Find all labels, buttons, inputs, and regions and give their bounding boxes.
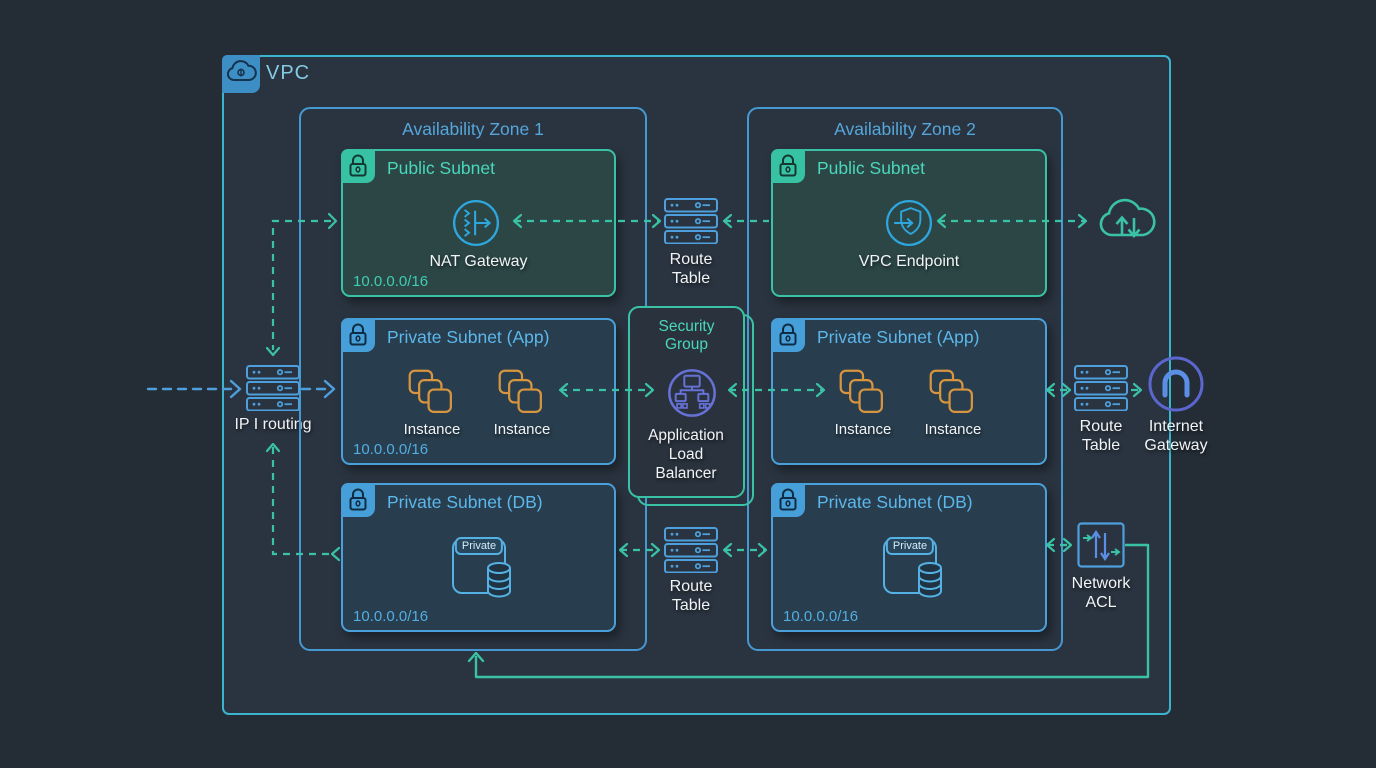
- az1-title: Availability Zone 1: [402, 119, 544, 139]
- route-table-icon: [1074, 365, 1128, 411]
- route-table-icon: [664, 198, 718, 244]
- security-group: Security Group Application Load Balancer: [628, 306, 745, 498]
- az2-private-subnet-db: Private Subnet (DB) Private 10.0.0.0/16: [771, 483, 1047, 632]
- nat-gateway-icon: [452, 199, 500, 247]
- subnet-cidr: 10.0.0.0/16: [353, 608, 429, 625]
- database-cylinder-icon: [487, 562, 511, 598]
- subnet-title: Private Subnet (App): [387, 327, 550, 347]
- subnet-cidr: 10.0.0.0/16: [353, 441, 429, 458]
- instance-icon: [929, 369, 973, 413]
- route-table-bottom-label: Route Table: [669, 578, 713, 614]
- subnet-cidr: 10.0.0.0/16: [783, 608, 859, 625]
- internet-cloud-icon: [1099, 198, 1156, 239]
- private-badge: Private: [454, 537, 504, 555]
- subnet-title: Public Subnet: [387, 158, 495, 178]
- ip-routing-label: IP I routing: [234, 416, 312, 433]
- lock-icon: [341, 483, 375, 517]
- instance-icon: [408, 369, 452, 413]
- route-table-top-label: Route Table: [669, 251, 713, 287]
- vpc-title: VPC: [266, 62, 311, 84]
- az2-title: Availability Zone 2: [834, 119, 976, 139]
- route-table-icon: [664, 527, 718, 573]
- subnet-title: Private Subnet (App): [817, 327, 980, 347]
- route-table-right-label: Route Table: [1079, 418, 1123, 454]
- az1-private-subnet-app: Private Subnet (App) Instance Instance 1…: [341, 318, 616, 465]
- instance-icon: [839, 369, 883, 413]
- subnet-title: Public Subnet: [817, 158, 925, 178]
- cloud-icon: [226, 60, 257, 82]
- private-database-icon: Private: [883, 537, 942, 598]
- lock-icon: [341, 149, 375, 183]
- az1-private-subnet-db: Private Subnet (DB) Private 10.0.0.0/16: [341, 483, 616, 632]
- az2-private-subnet-app: Private Subnet (App) Instance Instance: [771, 318, 1047, 465]
- router-icon: [246, 365, 300, 411]
- az1-public-subnet: Public Subnet NAT Gateway 10.0.0.0/16: [341, 149, 616, 297]
- vpc-icon-tab: [222, 55, 260, 93]
- instance-label: Instance: [493, 421, 551, 438]
- nat-gateway-label: NAT Gateway: [429, 253, 528, 270]
- lock-icon: [771, 149, 805, 183]
- alb-label: Application Load Balancer: [648, 427, 724, 482]
- database-cylinder-icon: [918, 562, 942, 598]
- subnet-title: Private Subnet (DB): [817, 492, 973, 512]
- subnet-cidr: 10.0.0.0/16: [353, 273, 429, 290]
- network-acl-label: Network ACL: [1071, 575, 1131, 611]
- security-group-title: Security Group: [658, 318, 715, 353]
- private-database-icon: Private: [452, 537, 511, 598]
- az2-public-subnet: Public Subnet VPC Endpoint: [771, 149, 1047, 297]
- vpc-endpoint-icon: [885, 199, 933, 247]
- instance-icon: [498, 369, 542, 413]
- instance-label: Instance: [924, 421, 982, 438]
- lock-icon: [771, 483, 805, 517]
- instance-label: Instance: [403, 421, 461, 438]
- vpc-endpoint-label: VPC Endpoint: [858, 253, 960, 270]
- lock-icon: [341, 318, 375, 352]
- internet-gateway-icon: [1148, 356, 1204, 412]
- lock-icon: [771, 318, 805, 352]
- internet-gateway-label: Internet Gateway: [1144, 418, 1208, 454]
- application-load-balancer-icon: [668, 369, 716, 417]
- instance-label: Instance: [834, 421, 892, 438]
- private-badge: Private: [885, 537, 935, 555]
- subnet-title: Private Subnet (DB): [387, 492, 543, 512]
- network-acl-icon: [1077, 522, 1125, 568]
